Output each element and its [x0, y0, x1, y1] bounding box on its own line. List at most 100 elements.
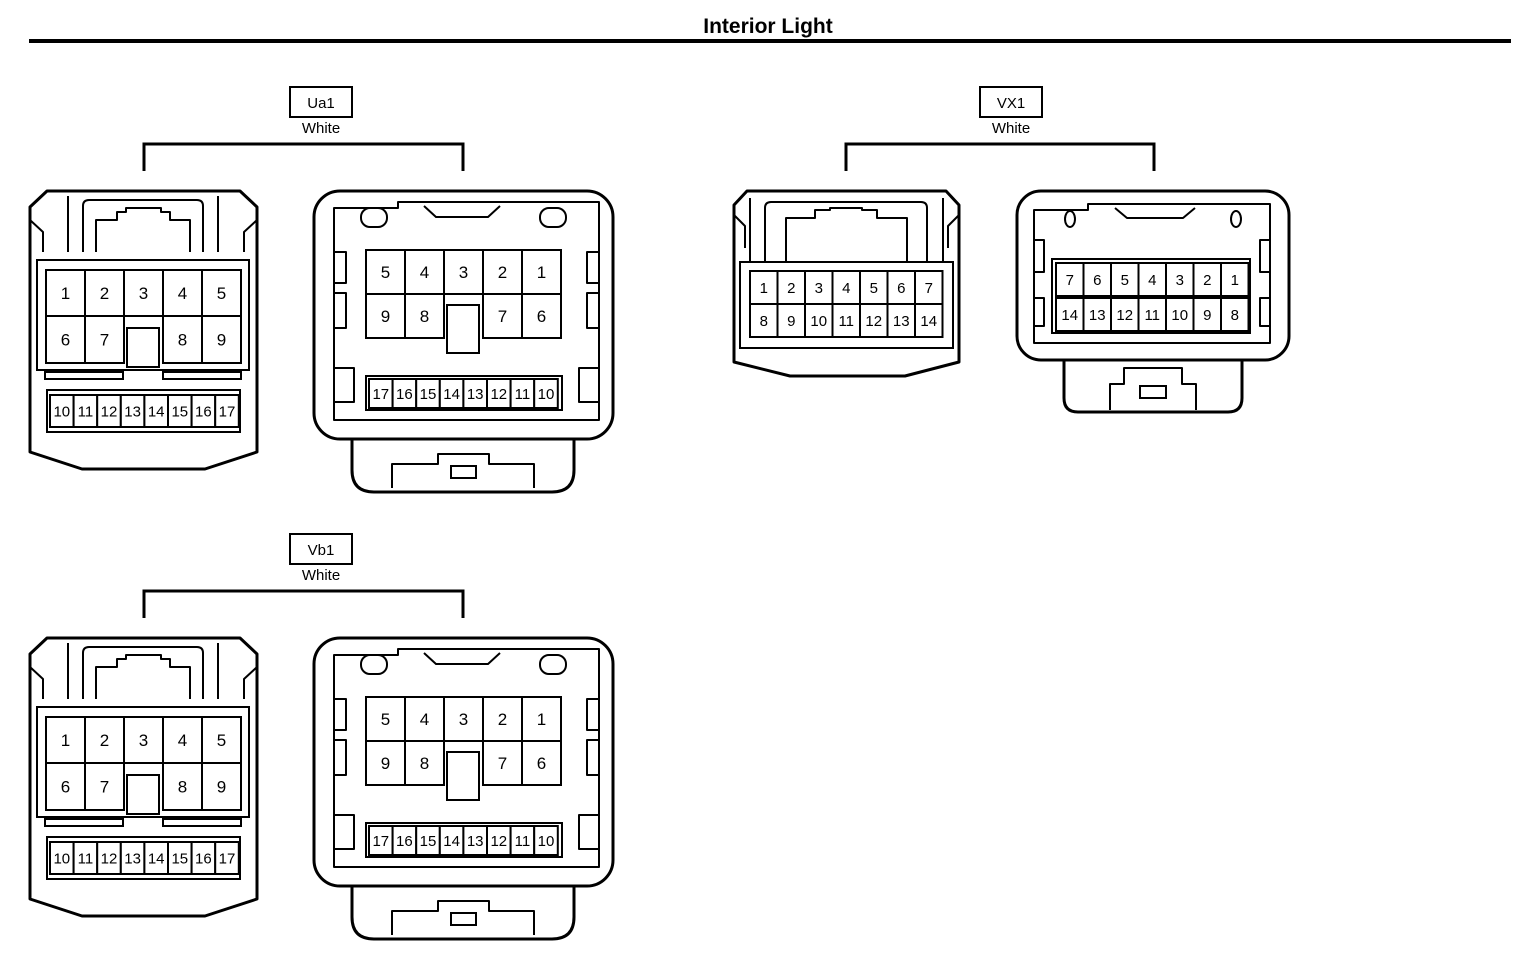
pin-number: 2	[498, 710, 507, 729]
pin-number: 6	[61, 778, 70, 797]
socket-lock-tab	[350, 438, 576, 494]
plug-latch-side	[67, 196, 219, 252]
pin-number: 1	[61, 731, 70, 750]
pin-number: 2	[100, 731, 109, 750]
pin-cell	[1137, 262, 1167, 297]
pin-number: 4	[1148, 272, 1156, 289]
pin-number: 5	[381, 263, 390, 282]
socket-hole-left	[1064, 210, 1076, 228]
pin-number: 11	[515, 386, 531, 403]
plug-side-notches	[29, 219, 258, 252]
page-title: Interior Light	[703, 15, 833, 38]
pin-number: 10	[538, 386, 555, 403]
pin-number: 6	[537, 307, 546, 326]
pin-number: 11	[1144, 307, 1160, 324]
pin-cell	[365, 293, 406, 339]
socket-hole-left	[360, 654, 388, 675]
pin-number: 3	[815, 280, 823, 297]
plug-rib-right	[162, 818, 242, 827]
pin-number: 8	[420, 307, 429, 326]
pin-cell	[214, 394, 240, 428]
connector-bracket	[142, 589, 465, 618]
plug-key	[126, 774, 160, 815]
connector-code: Ua1	[307, 95, 335, 112]
pin-number: 15	[171, 850, 188, 867]
pin-number: 9	[217, 778, 226, 797]
socket-inner-frame	[333, 201, 600, 421]
socket-pin-frame	[1051, 258, 1251, 334]
socket-lock-tab	[1062, 358, 1244, 414]
connector-bracket	[844, 142, 1156, 171]
connector-code: VX1	[997, 95, 1025, 112]
pin-number: 9	[1203, 307, 1211, 324]
socket-lock-inner	[391, 900, 535, 935]
pin-number: 8	[1231, 307, 1239, 324]
socket-right-guides	[578, 698, 599, 850]
pin-number: 7	[498, 307, 507, 326]
pin-number: 9	[217, 331, 226, 350]
pin-number: 17	[219, 403, 236, 420]
socket-left-guides	[1034, 239, 1045, 327]
pin-cell	[162, 716, 203, 764]
pin-number: 3	[1176, 272, 1184, 289]
pin-cell	[482, 740, 523, 786]
pin-number: 10	[53, 850, 70, 867]
pin-cell	[521, 740, 562, 786]
pin-number: 3	[139, 284, 148, 303]
socket-lock-inner	[1109, 367, 1197, 410]
plug-bottom-row-frame	[46, 389, 241, 433]
pin-number: 7	[1066, 272, 1074, 289]
pin-number: 6	[537, 754, 546, 773]
pin-cell	[201, 269, 242, 317]
socket-hole-left	[360, 207, 388, 228]
pin-number: 8	[178, 778, 187, 797]
pin-cell	[404, 696, 445, 742]
pin-number: 13	[467, 833, 484, 850]
pin-number: 17	[219, 850, 236, 867]
socket-left-guides	[334, 251, 355, 403]
pin-cell	[84, 762, 125, 811]
plug-latch-inner	[95, 207, 191, 252]
socket-top-notch	[1114, 207, 1196, 219]
pin-number: 1	[537, 263, 546, 282]
pin-number: 4	[842, 280, 850, 297]
plug-rib-right	[162, 371, 242, 380]
pin-number: 12	[490, 833, 507, 850]
socket-lock-button	[1139, 385, 1167, 399]
socket-right-guides	[1259, 239, 1270, 327]
pin-cell	[201, 762, 242, 811]
socket-lock-button	[450, 465, 477, 479]
pin-number: 7	[925, 280, 933, 297]
socket-right-guides	[578, 251, 599, 403]
pin-cell	[45, 762, 86, 811]
plug-cavity	[739, 261, 954, 349]
pin-cell	[1192, 262, 1222, 297]
socket-key	[446, 304, 480, 354]
pin-cell	[914, 303, 944, 338]
pin-number: 11	[515, 833, 531, 850]
pin-number: 3	[459, 263, 468, 282]
pin-cell	[521, 696, 562, 742]
plug-latch-side	[67, 643, 219, 699]
socket-hole-right	[1230, 210, 1242, 228]
pin-cell	[1165, 297, 1195, 332]
pin-number: 14	[920, 313, 937, 330]
pin-number: 4	[420, 263, 429, 282]
plug-cavity	[36, 706, 250, 818]
plug-side-notches	[29, 666, 258, 699]
plug-housing	[28, 189, 259, 471]
pin-number: 10	[810, 313, 827, 330]
pin-number: 10	[53, 403, 70, 420]
socket-left-guides	[334, 698, 355, 850]
pin-number: 14	[443, 833, 460, 850]
socket-top-notch	[423, 205, 501, 218]
